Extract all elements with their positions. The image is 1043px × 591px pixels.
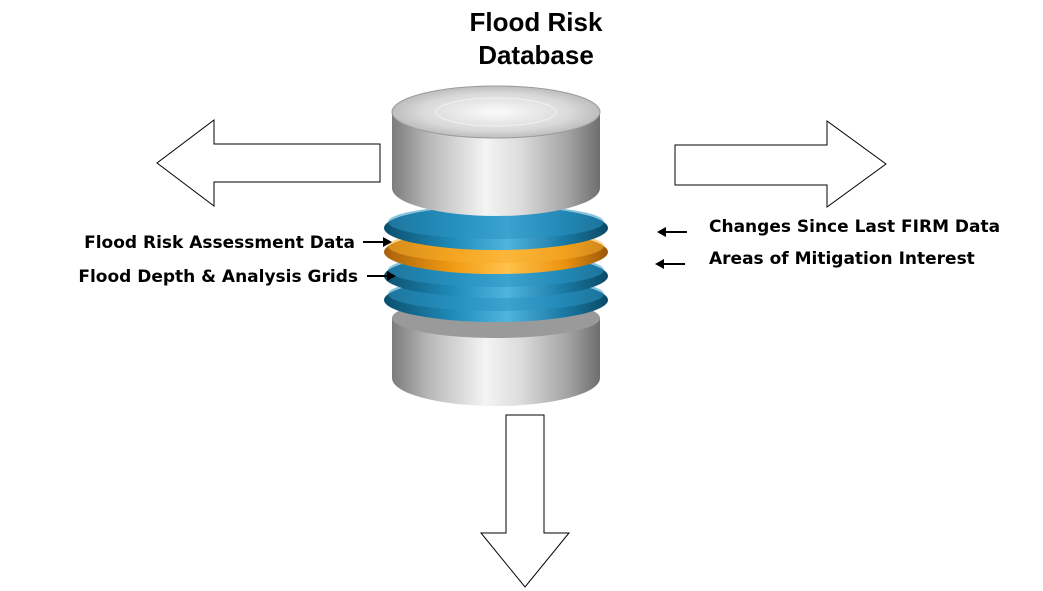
diagram-title: Flood Risk Database	[436, 6, 636, 72]
label-flood-risk-assessment-data: Flood Risk Assessment Data	[84, 233, 355, 253]
pointer-arrow-right-2	[367, 271, 396, 281]
arrow-left-icon	[156, 118, 381, 208]
title-line-2: Database	[478, 40, 594, 70]
label-changes-since-last-firm-data: Changes Since Last FIRM Data	[709, 217, 1001, 237]
title-line-1: Flood Risk	[469, 7, 603, 37]
label-flood-depth-analysis-grids: Flood Depth & Analysis Grids	[78, 267, 358, 287]
arrow-right-icon	[674, 120, 887, 208]
arrow-down-icon	[479, 414, 571, 588]
pointer-arrow-right-1	[363, 237, 392, 247]
pointer-arrow-left-1	[657, 227, 687, 237]
label-areas-of-mitigation-interest: Areas of Mitigation Interest	[709, 249, 975, 269]
database-icon	[384, 85, 608, 406]
pointer-arrow-left-2	[655, 259, 685, 269]
